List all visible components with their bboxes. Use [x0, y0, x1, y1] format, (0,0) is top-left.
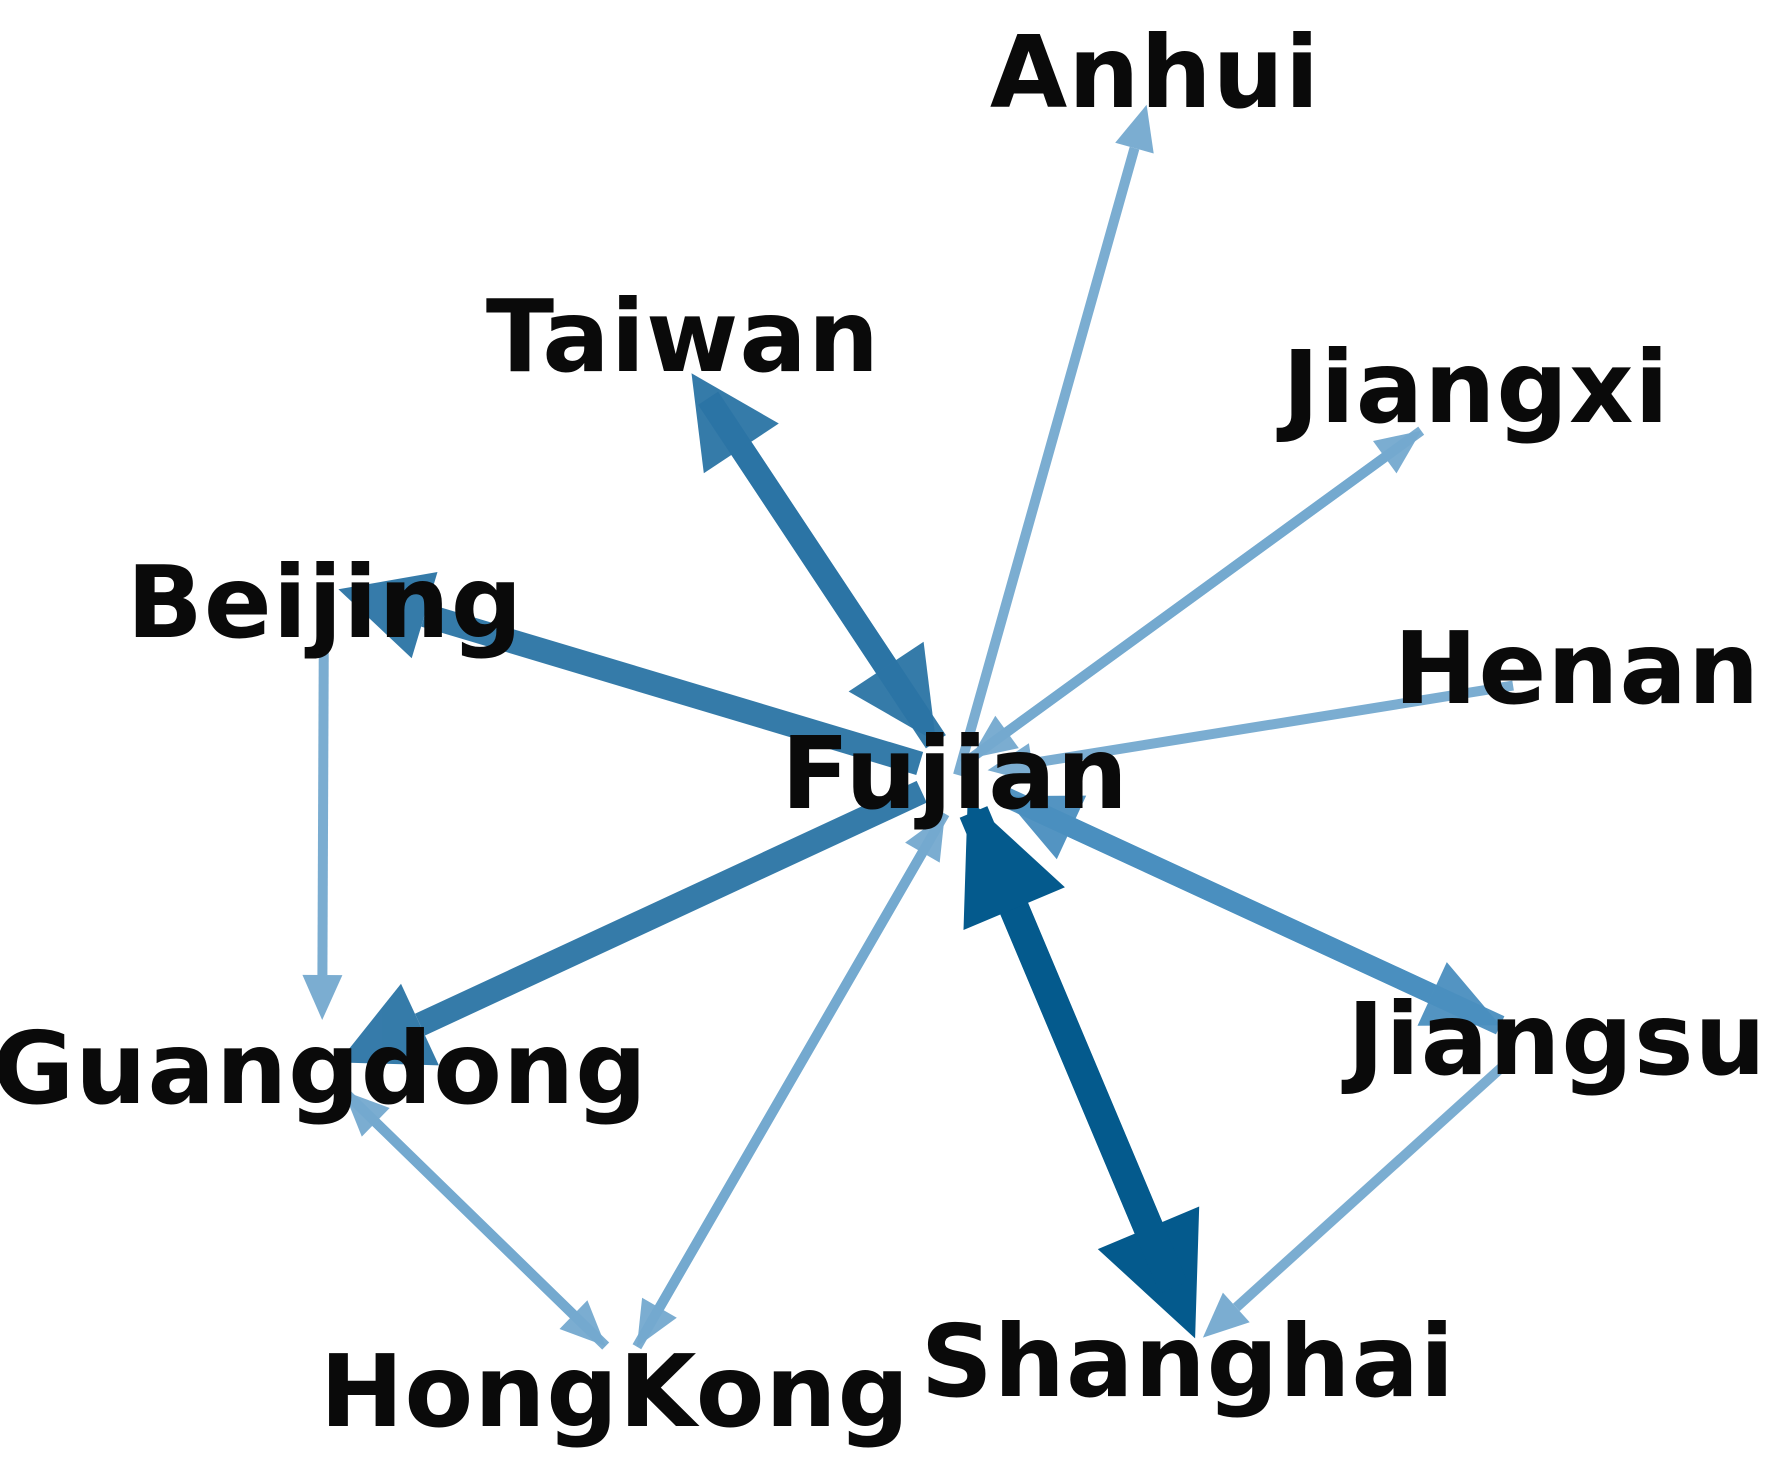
edge-shaft: [414, 780, 927, 1036]
edge-shaft: [1067, 818, 1505, 1035]
edge-arrowhead: [338, 572, 438, 659]
edge-fujian-to-beijing: [338, 572, 924, 775]
edge-hongkong-to-guangdong: [343, 1090, 610, 1350]
edge-shaft: [421, 603, 924, 775]
node-label-guangdong: Guangdong: [0, 1010, 648, 1127]
edge-shaft: [1004, 426, 1425, 736]
label-layer: Fujian Anhui Taiwan Jiangxi Beijing Hena…: [0, 14, 1766, 1450]
edge-arrowhead: [343, 1090, 390, 1137]
edge-arrowhead: [970, 715, 1019, 759]
edge-arrowhead: [905, 813, 945, 863]
edge-arrowhead: [987, 743, 1036, 783]
edge-shaft: [372, 1118, 610, 1350]
node-label-taiwan: Taiwan: [486, 278, 880, 395]
edge-shaft: [1031, 680, 1514, 769]
node-label-henan: Henan: [1394, 610, 1760, 727]
edge-arrowhead: [963, 798, 1065, 930]
edge-shaft: [1000, 902, 1188, 1294]
edge-arrowhead: [1003, 795, 1087, 860]
edge-shanghai-to-fujian: [963, 798, 1188, 1294]
edge-arrowhead: [302, 974, 343, 1020]
edge-shaft: [317, 614, 329, 976]
edge-fujian-to-taiwan: [691, 373, 946, 749]
node-label-shanghai: Shanghai: [921, 1303, 1455, 1420]
node-label-hongkong: HongKong: [320, 1333, 910, 1450]
node-label-jiangsu: Jiangsu: [1341, 981, 1766, 1098]
edge-jiangsu-to-shanghai: [1202, 1059, 1510, 1338]
edge-arrowhead: [1202, 1292, 1250, 1338]
edge-shaft: [632, 850, 927, 1350]
edge-henan-to-fujian: [987, 680, 1514, 783]
edge-beijing-to-guangdong: [302, 614, 343, 1020]
edge-arrowhead: [338, 983, 439, 1066]
edge-jiangxi-to-fujian: [970, 426, 1425, 759]
node-label-fujian: Fujian: [781, 715, 1129, 832]
edge-arrowhead: [1115, 104, 1154, 154]
edge-arrowhead: [1097, 1206, 1200, 1339]
edge-arrowhead: [691, 373, 779, 474]
edge-shaft: [953, 146, 1140, 777]
node-label-beijing: Beijing: [127, 544, 524, 661]
node-label-jiangxi: Jiangxi: [1276, 329, 1670, 446]
edge-jiangsu-to-fujian: [1003, 795, 1505, 1035]
edge-shaft: [1232, 1059, 1510, 1312]
node-label-anhui: Anhui: [990, 14, 1320, 131]
edge-fujian-to-anhui: [953, 104, 1154, 777]
edge-layer: [302, 104, 1514, 1350]
edge-shaft: [731, 441, 946, 749]
edge-hongkong-to-fujian: [632, 813, 945, 1350]
edge-fujian-to-guangdong: [338, 780, 927, 1066]
